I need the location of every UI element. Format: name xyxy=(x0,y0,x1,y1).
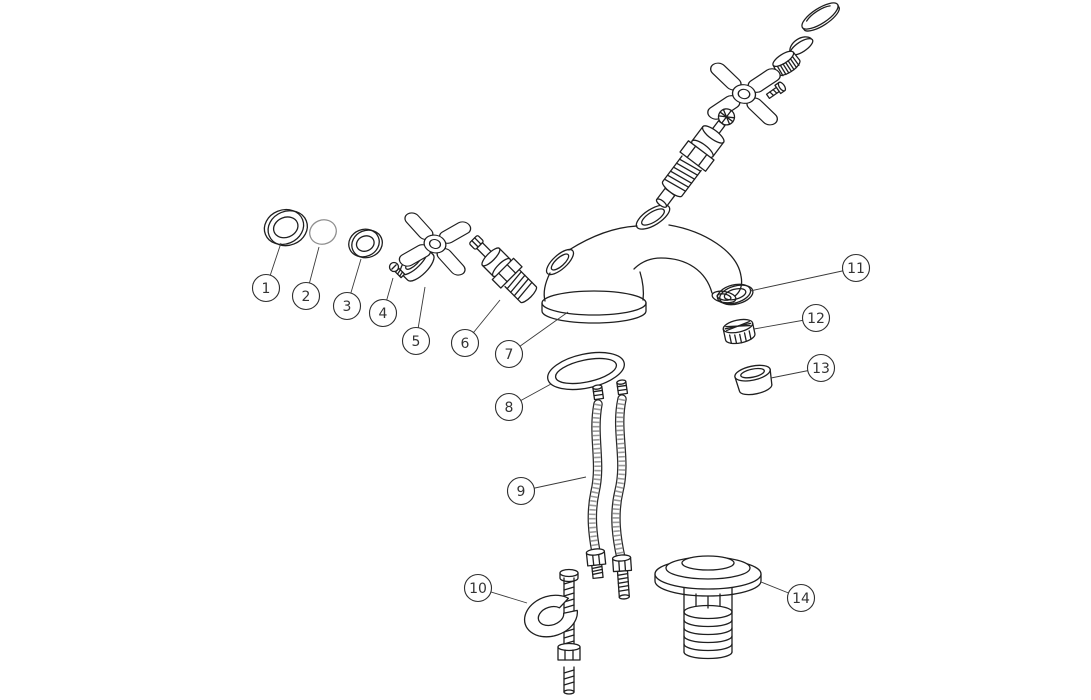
part-tap-body xyxy=(541,204,743,324)
callout-number-4: 4 xyxy=(379,306,388,322)
callout-number-2: 2 xyxy=(302,289,311,305)
callout-number-8: 8 xyxy=(505,400,514,416)
callout-9: 9 xyxy=(506,476,587,506)
part-spout-washer xyxy=(716,283,754,306)
part-head-cover-disc xyxy=(801,2,841,32)
callout-number-12: 12 xyxy=(807,311,825,327)
callout-3: 3 xyxy=(332,258,362,321)
callout-number-1: 1 xyxy=(262,281,271,297)
callouts: 1 2 3 4 5 6 7 xyxy=(251,242,871,613)
callout-14: 14 xyxy=(760,581,816,613)
callout-11: 11 xyxy=(749,253,871,292)
mounting-clamp xyxy=(523,594,578,638)
callout-number-13: 13 xyxy=(812,361,830,377)
callout-8: 8 xyxy=(494,383,552,422)
callout-number-9: 9 xyxy=(517,484,526,500)
part-base-o-ring xyxy=(547,351,625,391)
callout-10: 10 xyxy=(463,573,528,604)
callout-number-3: 3 xyxy=(343,299,352,315)
part-handle-screw xyxy=(765,81,787,100)
callout-4: 4 xyxy=(368,277,398,328)
callout-1: 1 xyxy=(251,242,282,303)
callout-number-5: 5 xyxy=(412,334,421,350)
callout-number-10: 10 xyxy=(469,581,487,597)
callout-number-14: 14 xyxy=(792,591,810,607)
part-aerator-insert xyxy=(722,318,756,345)
callout-13: 13 xyxy=(770,353,836,383)
callout-number-7: 7 xyxy=(505,347,514,363)
callout-12: 12 xyxy=(753,303,831,333)
part-valve-cartridge-right xyxy=(655,108,736,208)
callout-number-11: 11 xyxy=(847,261,865,277)
part-flexible-hoses xyxy=(585,379,633,600)
part-lock-ring xyxy=(348,228,383,259)
callout-6: 6 xyxy=(450,299,501,358)
callout-number-6: 6 xyxy=(461,336,470,352)
hose-bottom-nut-b xyxy=(611,554,633,600)
callout-5: 5 xyxy=(401,286,431,356)
part-index-disc xyxy=(309,219,337,245)
hose-top-nipple-b xyxy=(616,379,629,396)
part-grub-screw xyxy=(388,261,406,279)
part-valve-cartridge-left xyxy=(469,235,538,304)
part-basin-waste xyxy=(654,555,762,660)
part-fixing-kit xyxy=(523,568,581,695)
hose-bottom-nut-a xyxy=(585,548,607,580)
part-aerator-housing xyxy=(734,364,773,396)
hose-top-nipple-a xyxy=(592,384,605,401)
part-knurled-nut xyxy=(772,50,801,77)
callout-2: 2 xyxy=(291,246,321,311)
part-handle-cap-ring xyxy=(263,208,308,247)
callout-7: 7 xyxy=(494,311,569,369)
